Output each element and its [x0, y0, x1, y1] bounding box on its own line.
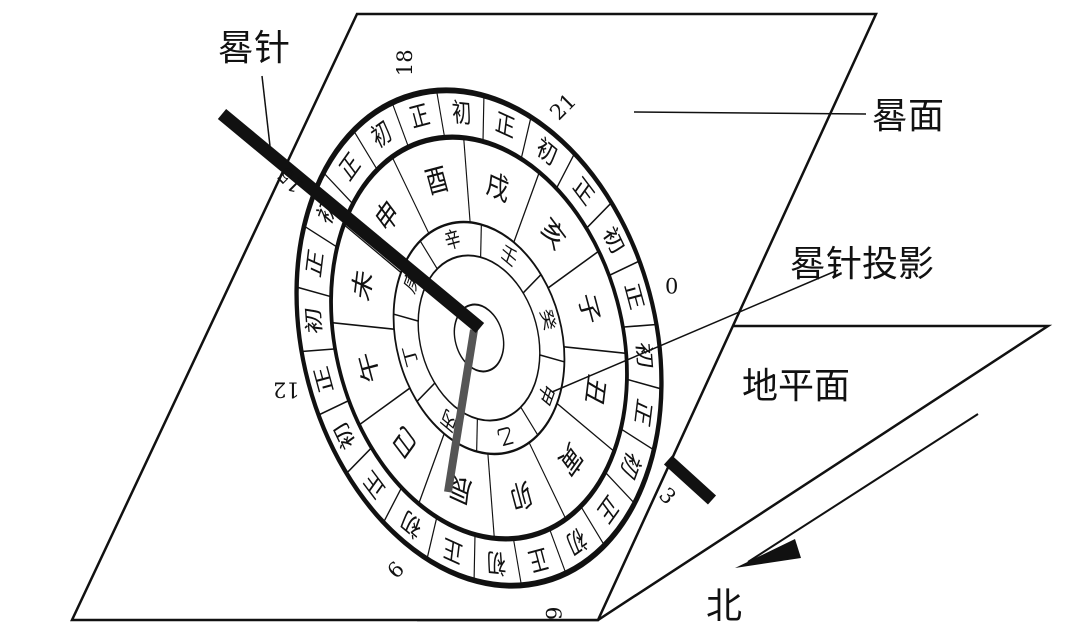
gnomon-shadow	[444, 329, 478, 493]
outer-ring-divider	[628, 378, 662, 390]
outer-ring-divider	[513, 540, 522, 586]
inner-ring-divider	[480, 224, 482, 258]
inner-ring-divider	[520, 406, 539, 436]
outer-ring-char: 初	[451, 97, 473, 130]
label-ground-plane: 地平面	[742, 366, 850, 407]
middle-ring-divider	[463, 138, 471, 223]
outer-ring-divider	[549, 530, 567, 574]
outer-ring-divider	[623, 323, 657, 328]
outer-ring-divider	[473, 535, 476, 581]
label-dial-face: 晷面	[872, 96, 944, 137]
gnomon-rod	[217, 108, 485, 334]
inner-ring-char: 癸	[536, 307, 559, 333]
inner-ring-divider	[419, 240, 438, 270]
outer-ring-divider	[301, 348, 335, 353]
outer-ring-divider	[605, 472, 635, 504]
inner-ring-divider	[522, 273, 542, 294]
outer-ring-divider	[346, 447, 372, 474]
middle-ring-divider	[547, 250, 599, 289]
inner-ring-char: 壬	[498, 240, 520, 273]
outer-ring-divider	[353, 130, 377, 169]
outer-ring-divider	[296, 286, 330, 298]
inner-ring-divider	[476, 418, 478, 452]
hour-number: 0	[665, 274, 678, 298]
middle-ring-divider	[487, 453, 495, 538]
middle-ring-divider	[332, 321, 395, 330]
inner-ring-divider	[539, 354, 565, 363]
outer-ring-divider	[383, 488, 402, 523]
outer-ring-divider	[609, 260, 640, 276]
dial-face: 正初正初正初正初正初正初正初正初正初正初正初正初 子丑寅卯辰巳午未申酉戌亥 癸甲…	[294, 87, 664, 589]
gnomon-shadow-leader	[551, 269, 839, 393]
label-gnomon-shadow: 晷针投影	[790, 244, 934, 285]
outer-ring-char: 初	[302, 306, 327, 335]
dial-face-leader	[633, 111, 867, 115]
inner-ring-divider	[393, 313, 419, 322]
outer-ring-divider	[318, 400, 349, 416]
outer-ring-char: 初	[485, 546, 507, 579]
middle-ring-divider	[359, 387, 411, 426]
middle-ring-divider	[556, 402, 615, 452]
outer-ring-divider	[621, 428, 655, 451]
outer-ring-divider	[323, 172, 353, 204]
gnomon-leader	[261, 75, 271, 147]
hour-number: 6	[541, 607, 565, 620]
label-north: 北	[706, 586, 742, 627]
outer-ring-divider	[436, 90, 445, 136]
middle-ring-divider	[391, 156, 430, 234]
outer-ring-divider	[556, 153, 575, 188]
inner-ring-char: 辛	[442, 226, 463, 255]
inner-ring-divider	[416, 382, 436, 403]
outer-ring-divider	[586, 202, 612, 229]
outer-ring-char: 正	[494, 107, 517, 145]
hour-number: 18	[393, 49, 417, 76]
outer-ring-char: 初	[632, 341, 657, 370]
middle-ring-divider	[513, 172, 540, 243]
inner-ring-char: 丁	[399, 343, 422, 369]
middle-ring-divider	[563, 346, 626, 355]
outer-ring-divider	[581, 507, 605, 546]
middle-ring-divider	[418, 433, 445, 504]
outer-ring-divider	[520, 116, 532, 158]
middle-ring-divider	[343, 224, 402, 274]
middle-ring-divider	[528, 442, 567, 520]
inner-ring-char: 乙	[494, 421, 515, 450]
gnomon-lower-end	[663, 455, 717, 505]
hour-number: 12	[273, 378, 300, 402]
label-gnomon: 晷针	[218, 28, 290, 69]
outer-ring-char: 正	[441, 531, 464, 569]
outer-ring-divider	[303, 225, 337, 248]
outer-ring-divider	[391, 102, 409, 146]
outer-ring-divider	[482, 95, 485, 141]
north-arrow-icon	[735, 539, 801, 568]
outer-ring-divider	[426, 518, 438, 560]
